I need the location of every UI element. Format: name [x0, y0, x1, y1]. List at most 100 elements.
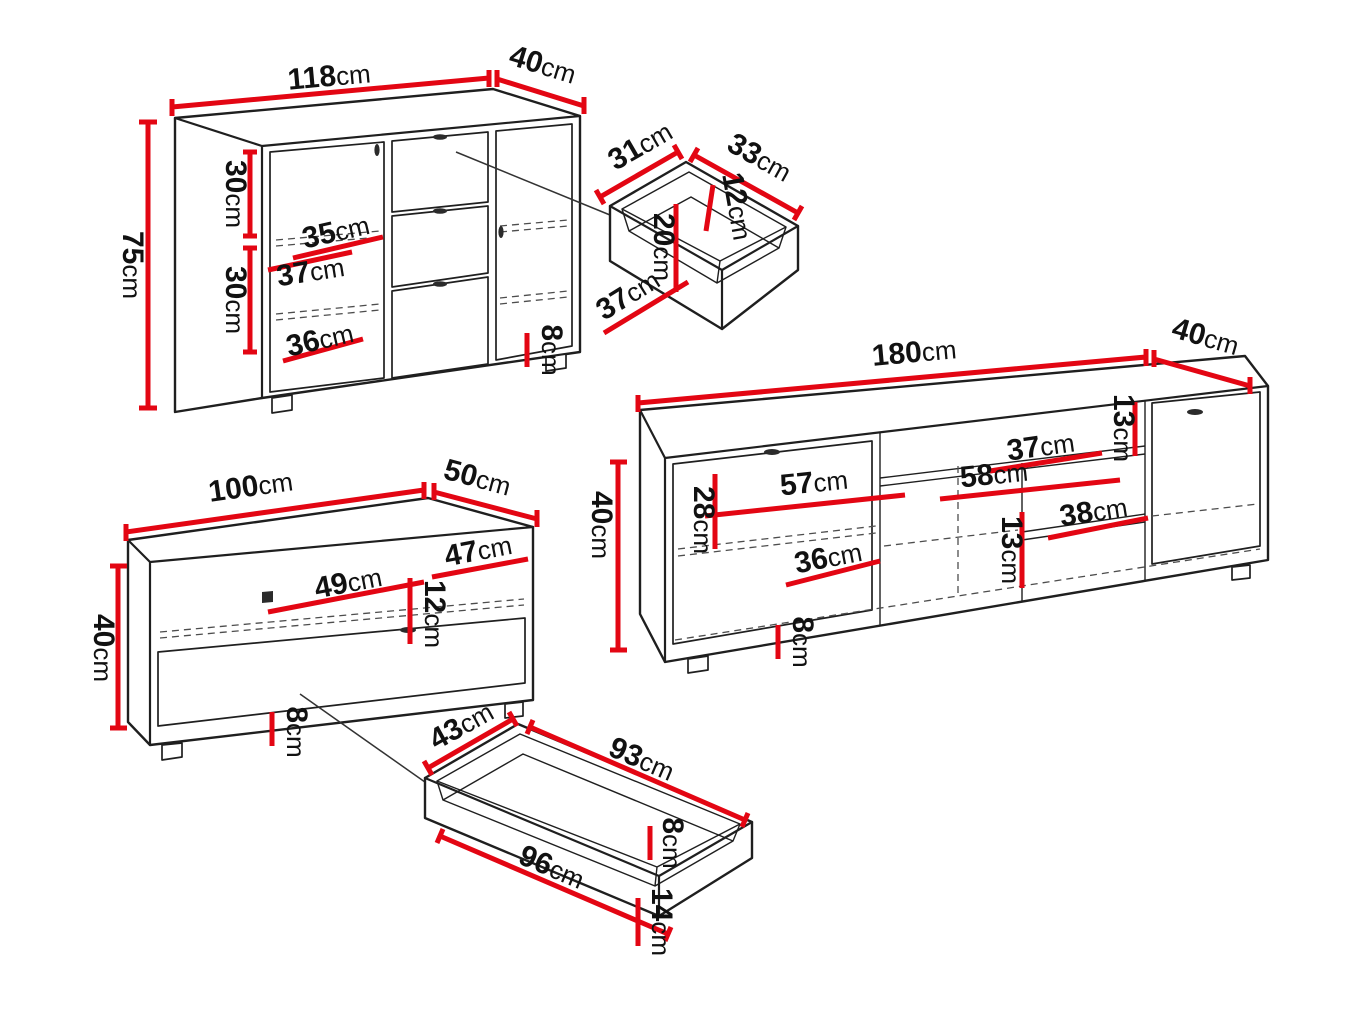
unit: cm [345, 562, 385, 598]
unit: cm [646, 921, 676, 956]
dim-line-tv-cabinet-height [110, 563, 127, 731]
value: 40 [87, 614, 120, 647]
dim-label-tv-stand-plinth: 8cm [786, 616, 819, 667]
small-drawer-diagram: 31cm 33cm 12cm 20cm 37cm [590, 114, 805, 336]
dim-label-sideboard-plinth: 8cm [535, 324, 568, 375]
value: 28 [687, 486, 720, 519]
unit: cm [220, 299, 250, 334]
dim-line-small-drawer-side [593, 143, 685, 206]
dim-label-tv-cabinet-niche-width: 49cm [312, 560, 385, 605]
dim-label-tv-stand-middle-height: 13cm [995, 516, 1028, 584]
dim-label-tv-cabinet-plinth: 8cm [280, 706, 313, 757]
dim-line-tv-stand-bottom-depth [785, 558, 881, 588]
dim-line-tv-cabinet-depth [431, 483, 540, 527]
unit: cm [256, 466, 295, 501]
unit: cm [825, 537, 865, 573]
dim-line-large-drawer-bottom [434, 828, 674, 942]
sideboard-left-door [269, 141, 385, 393]
dim-label-tv-stand-width: 180cm [870, 332, 957, 373]
unit: cm [281, 723, 311, 758]
tv-cabinet-dashed-lines [159, 598, 525, 639]
dim-label-tv-stand-top-niche: 13cm [1107, 394, 1140, 462]
large-drawer-edges [423, 776, 754, 918]
dim-label-small-drawer-front-height: 12cm [715, 170, 759, 243]
door-handle-notch [1187, 409, 1203, 415]
drawer-handle-notch [433, 281, 447, 287]
value: 13 [1107, 394, 1140, 427]
tv-stand-edges [638, 384, 1270, 664]
dim-label-sideboard-height: 75cm [116, 231, 149, 299]
dim-line-tv-cabinet-niche-top [431, 556, 529, 580]
dim-line-sideboard-shelf-depth [267, 249, 353, 273]
unit: cm [657, 834, 687, 869]
unit: cm [920, 334, 957, 367]
value: 40 [585, 491, 618, 524]
unit: cm [117, 264, 147, 299]
value: 20 [647, 213, 680, 246]
dim-label-sideboard-shelf-depth: 37cm [274, 250, 346, 293]
dim-label-tv-stand-right-depth: 38cm [1057, 490, 1129, 533]
value: 75 [116, 231, 149, 264]
dim-label-tv-stand-left-width: 57cm [778, 463, 849, 503]
value: 12 [418, 580, 451, 613]
value: 8 [280, 706, 313, 723]
dim-line-sideboard-width [169, 70, 492, 116]
value: 8 [535, 324, 568, 341]
dim-label-tv-stand-middle-width: 58cm [958, 455, 1029, 495]
dim-label-tv-cabinet-niche-height: 12cm [418, 580, 451, 648]
value: 37 [1005, 430, 1043, 467]
dim-label-large-drawer-height: 14cm [645, 888, 678, 956]
door-handle-notch [764, 449, 780, 455]
dim-line-tv-stand-right-depth [1047, 515, 1149, 541]
unit: cm [648, 246, 678, 281]
tv-stand-right-door [1151, 391, 1261, 565]
value: 13 [995, 516, 1028, 549]
dim-label-small-drawer-height: 20cm [647, 213, 680, 281]
value: 38 [1057, 495, 1095, 533]
unit: cm [1201, 323, 1243, 361]
drawer-detail-pointer-line [455, 151, 611, 216]
tv-cabinet-diagram: 100cm 50cm 47cm 49cm 12cm 40cm 8cm [87, 453, 540, 788]
value: 37 [274, 255, 312, 293]
dim-line-tv-cabinet-width [123, 482, 427, 541]
value: 180 [870, 335, 923, 372]
dim-label-sideboard-inner-bottom: 30cm [219, 266, 252, 334]
door-handle-notch [498, 226, 504, 238]
tv-stand-foot [687, 564, 1251, 674]
dim-line-small-drawer-bottom [602, 279, 690, 336]
dim-label-tv-stand-depth: 40cm [1168, 312, 1243, 362]
small-drawer-body [608, 160, 800, 331]
unit: cm [688, 519, 718, 554]
unit: cm [220, 193, 250, 228]
drawer-handle-notch [433, 134, 447, 140]
dim-label-sideboard-bottom-width: 36cm [283, 316, 357, 363]
sideboard-drawer-fronts [391, 131, 489, 379]
unit: cm [308, 252, 347, 287]
value: 8 [786, 616, 819, 633]
value: 100 [206, 469, 260, 509]
dim-line-large-drawer-side [421, 710, 520, 777]
value: 35 [299, 216, 339, 256]
value: 58 [958, 458, 995, 494]
unit: cm [419, 613, 449, 648]
unit: cm [1038, 427, 1077, 462]
sideboard-edges [173, 114, 582, 400]
dim-label-sideboard-width: 118cm [286, 56, 372, 96]
dim-label-small-drawer-side: 31cm [603, 114, 678, 177]
niche-handle-block [262, 591, 273, 603]
dim-label-tv-stand-shelf-depth: 37cm [1005, 426, 1077, 468]
unit: cm [996, 549, 1026, 584]
dim-line-tv-stand-height [610, 459, 627, 653]
door-handle-notch [374, 144, 380, 156]
unit: cm [1091, 492, 1130, 527]
dim-line-tv-stand-depth [1151, 350, 1253, 394]
tv-stand-shelves [879, 445, 1146, 541]
unit: cm [586, 524, 616, 559]
tv-stand-dashed-lines [674, 466, 1261, 641]
value: 47 [442, 535, 481, 574]
dim-line-sideboard-height [139, 119, 157, 411]
dim-label-tv-stand-bottom-depth: 36cm [792, 535, 865, 580]
unit: cm [812, 465, 850, 498]
unit: cm [335, 58, 372, 91]
